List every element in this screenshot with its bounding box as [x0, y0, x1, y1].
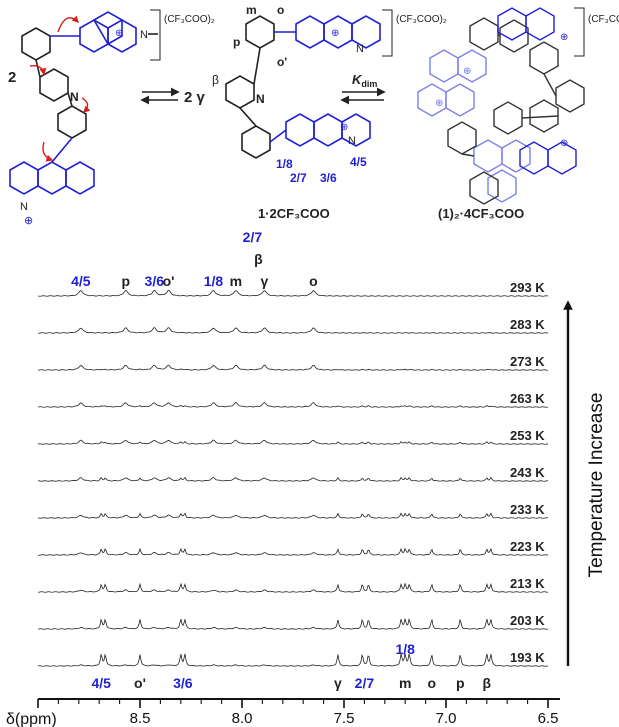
dimer-label: (1)₂·4CF₃COO — [438, 206, 524, 221]
lower-acridinium-plus: ⊕ — [24, 215, 33, 227]
monomer-folded-structure: N β m o p o' ⊕ N — [212, 3, 393, 185]
folded-lower-plus: ⊕ — [340, 122, 348, 133]
monomer-folded-counterion: (CF₃COO)₂ — [396, 14, 447, 25]
temperature-label: 273 K — [510, 354, 545, 369]
folded-upper-n: N — [356, 43, 364, 55]
top-assignment-label: 4/5 — [71, 273, 91, 289]
spectrum-trace — [37, 402, 549, 408]
folded-h45-label: 4/5 — [350, 155, 367, 169]
kdim-subscript: dim — [361, 79, 377, 89]
tick-label: 7.5 — [334, 710, 355, 727]
folded-h27-label: 2/7 — [290, 171, 307, 185]
dimer-counterion: (CF₃COO)₄ — [588, 14, 619, 25]
top-assignment-label: o' — [163, 273, 175, 289]
upper-acridinium-n: N — [140, 29, 148, 41]
tick-label: 6.5 — [538, 710, 559, 727]
dimer-plus-1: ⊕ — [560, 32, 568, 43]
spectrum-trace — [37, 512, 549, 519]
monomer-folded-label: 1·2CF₃COO — [258, 206, 330, 221]
spectrum-trace — [37, 364, 549, 371]
spectrum-trace — [37, 289, 549, 297]
pyridine-n-label: N — [70, 90, 79, 104]
lower-acridinium-n: N — [20, 201, 28, 213]
spectrum-trace — [37, 476, 549, 482]
upper-acridinium-plus: ⊕ — [115, 28, 123, 39]
folded-pyridine-n: N — [256, 92, 265, 106]
spectrum-trace — [37, 653, 549, 667]
equilibrium-arrow-2 — [340, 87, 386, 105]
temperature-label: 243 K — [510, 465, 545, 480]
top-assignment-label: m — [230, 273, 242, 289]
temperature-label: 223 K — [510, 539, 545, 554]
bottom-assignment-label: 1/8 — [395, 641, 415, 657]
top-assignment-label: 3/6 — [145, 273, 165, 289]
monomer-coefficient: 2 — [8, 69, 16, 86]
top-peak-assignments: 2/7 β 4/5 p 3/6o' 1/8 m γ o — [71, 229, 318, 289]
temperature-trend-label: Temperature Increase — [586, 393, 607, 578]
temperature-label: 193 K — [510, 650, 545, 665]
temperature-labels: 293 K 283 K 273 K 263 K 253 K 243 K 233 K 223 K… — [510, 280, 545, 665]
monomer-open-structure: 2 N ⊕ N — [8, 9, 161, 227]
tick-label: 8.5 — [130, 710, 151, 727]
axis-label: δ(ppm) — [6, 711, 57, 727]
dimer-structure — [417, 7, 585, 205]
bottom-assignment-label: m — [399, 675, 411, 691]
dimer-plus-3: ⊕ — [463, 66, 471, 77]
bottom-assignment-label: 2/7 — [355, 675, 375, 691]
top-assignment-label: 1/8 — [204, 273, 224, 289]
folded-beta-label: β — [212, 73, 219, 87]
folded-h18-label: 1/8 — [276, 157, 293, 171]
reaction-scheme: 2 N ⊕ N — [8, 3, 619, 227]
top-assignment-label: γ — [261, 273, 269, 289]
spectrum-trace — [37, 547, 549, 556]
bottom-assignment-label: p — [456, 675, 465, 691]
kdim-label: Kdim — [352, 72, 377, 89]
bottom-assignment-label: γ — [334, 675, 342, 691]
equilibrium-arrow-1 — [140, 87, 180, 105]
top-assignment-label: β — [254, 251, 263, 267]
temperature-label: 253 K — [510, 428, 545, 443]
temperature-label: 203 K — [510, 613, 545, 628]
top-assignment-label: 2/7 — [243, 229, 263, 245]
dimer-plus-4: ⊕ — [560, 138, 568, 149]
dimer-plus-2: ⊕ — [435, 98, 443, 109]
folded-h36-label: 3/6 — [320, 171, 337, 185]
temperature-label: 263 K — [510, 391, 545, 406]
tick-label: 7.0 — [436, 710, 457, 727]
bottom-assignment-label: β — [483, 675, 492, 691]
folded-m-label: m — [246, 3, 257, 17]
spectrum-trace — [37, 618, 549, 630]
top-assignment-label: p — [121, 273, 130, 289]
temperature-label: 213 K — [510, 576, 545, 591]
folded-p-label: p — [233, 35, 240, 49]
folded-oprime-label: o' — [277, 55, 287, 69]
spectrum-trace — [37, 439, 549, 445]
folded-o-label: o — [277, 3, 284, 17]
bottom-assignment-label: o' — [134, 675, 146, 691]
bottom-assignment-label: 3/6 — [173, 675, 193, 691]
ppm-axis: 8.5 8.0 7.5 7.0 6.5 — [37, 698, 560, 727]
temperature-label: 233 K — [510, 502, 545, 517]
temperature-label: 293 K — [510, 280, 545, 295]
folded-coefficient: 2 γ — [184, 89, 206, 106]
spectrum-trace — [37, 327, 549, 334]
spectra-traces — [37, 289, 549, 667]
bottom-assignment-label: 4/5 — [92, 675, 112, 691]
tick-label: 8.0 — [232, 710, 253, 727]
temperature-label: 283 K — [510, 317, 545, 332]
folded-upper-plus: ⊕ — [331, 28, 339, 39]
bottom-assignment-label: o — [427, 675, 436, 691]
top-assignment-label: o — [309, 273, 318, 289]
spectrum-trace — [37, 582, 549, 593]
monomer-open-counterion: (CF₃COO)₂ — [164, 14, 215, 25]
folded-lower-n: N — [348, 135, 356, 147]
